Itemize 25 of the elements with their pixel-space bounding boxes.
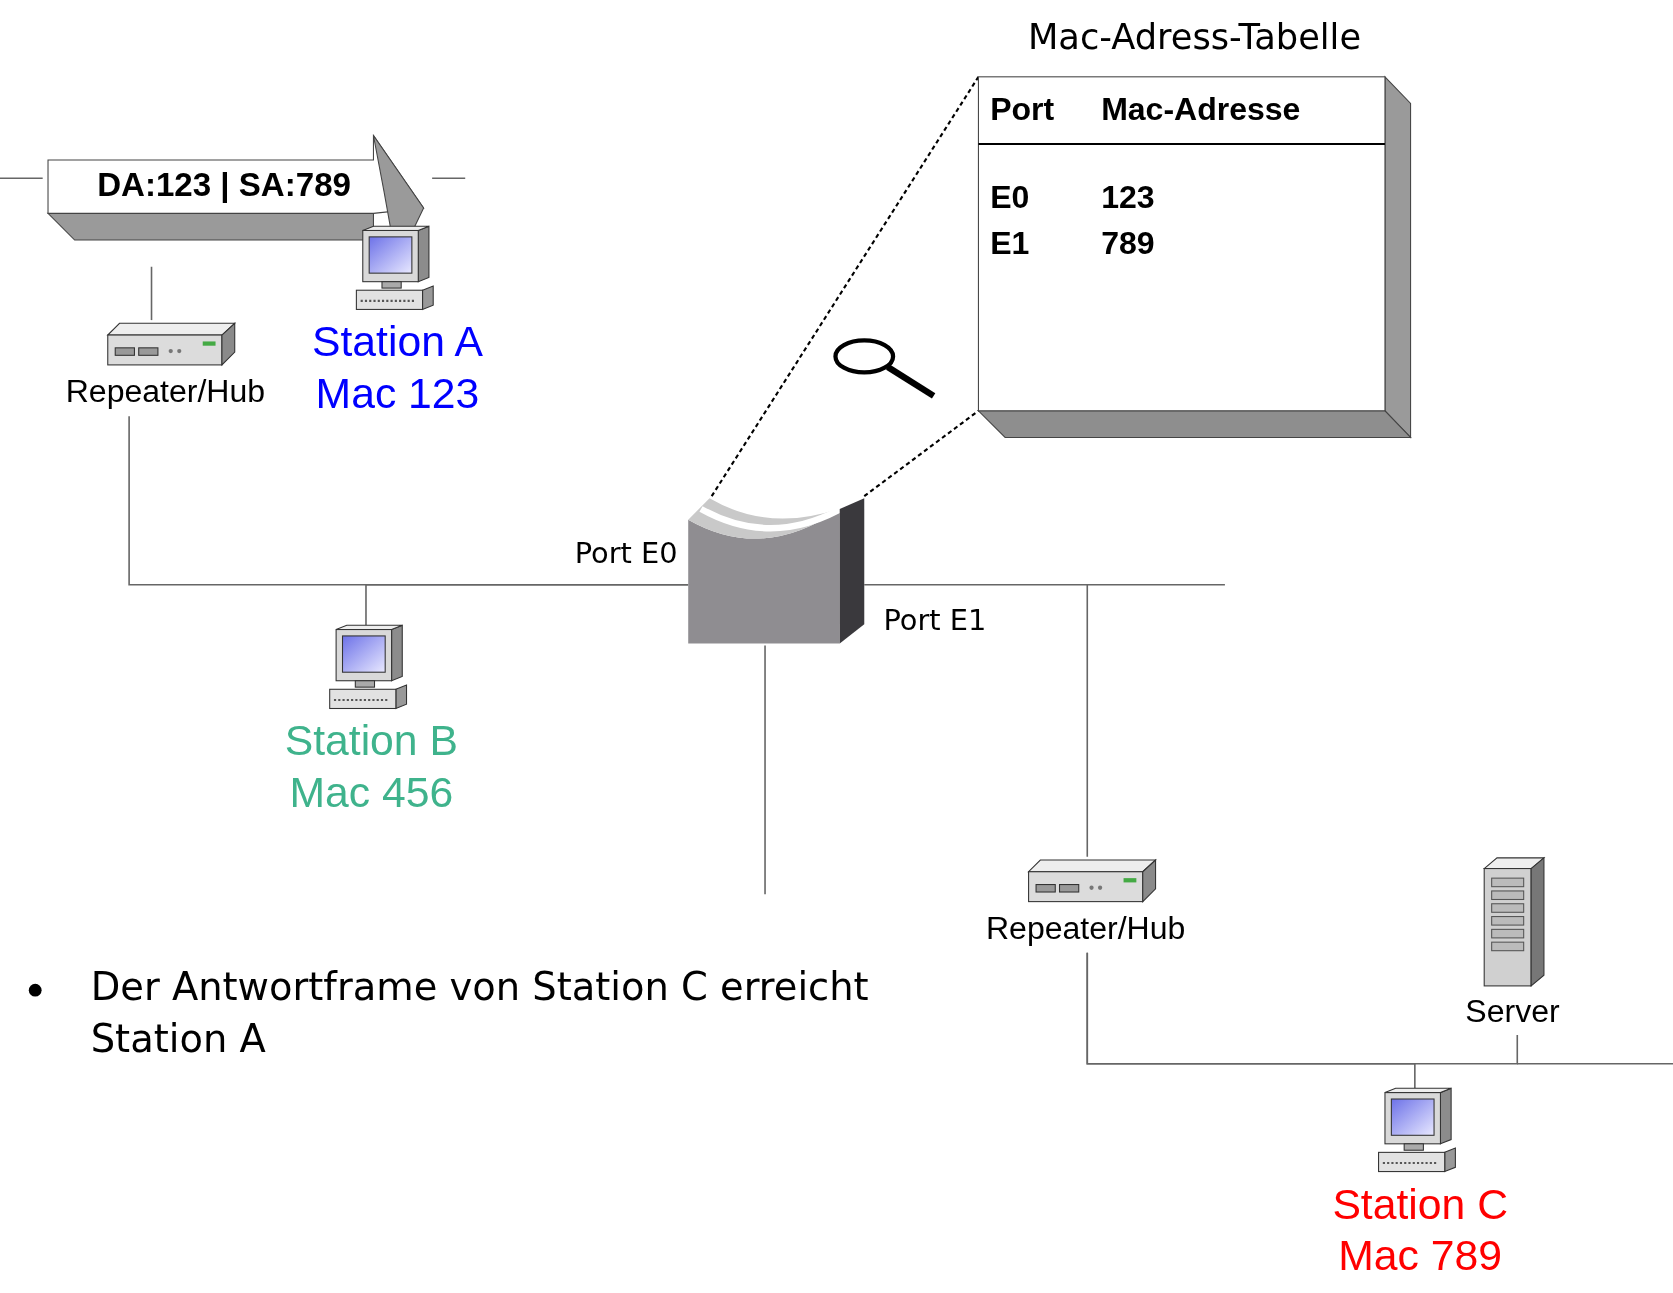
bullet-text: Der Antwortframe von Station C erreicht Station A: [90, 963, 870, 1063]
station-label: Station A Mac 123: [311, 316, 484, 419]
table-entry: E1: [990, 225, 1030, 262]
network-cable: [764, 644, 766, 895]
table-entry: E0: [990, 179, 1030, 216]
table-header: Port: [990, 90, 1055, 127]
port-label: Port E1: [883, 602, 988, 636]
network-cable: [0, 177, 44, 179]
device-label: Repeater/Hub: [985, 910, 1187, 947]
network-cable: [1086, 952, 1519, 1065]
network-cable: [365, 583, 689, 627]
station-label: Station C Mac 789: [1331, 1179, 1509, 1281]
zoom-line: [710, 76, 980, 497]
network-cable: [150, 265, 153, 321]
table-entry: 789: [1101, 225, 1155, 262]
station-label: Station B Mac 456: [283, 716, 459, 818]
device-label: Repeater/Hub: [64, 373, 267, 410]
frame-label: DA:123 | SA:789: [96, 166, 352, 205]
table-title: Mac-Adress-Tabelle: [1026, 16, 1363, 58]
table-entry: 123: [1101, 179, 1155, 216]
port-label: Port E0: [573, 536, 678, 570]
network-cable: [863, 583, 1089, 858]
network-cable: [431, 177, 466, 179]
device-label: Server: [1464, 993, 1561, 1030]
table-header: Mac-Adresse: [1101, 90, 1301, 127]
